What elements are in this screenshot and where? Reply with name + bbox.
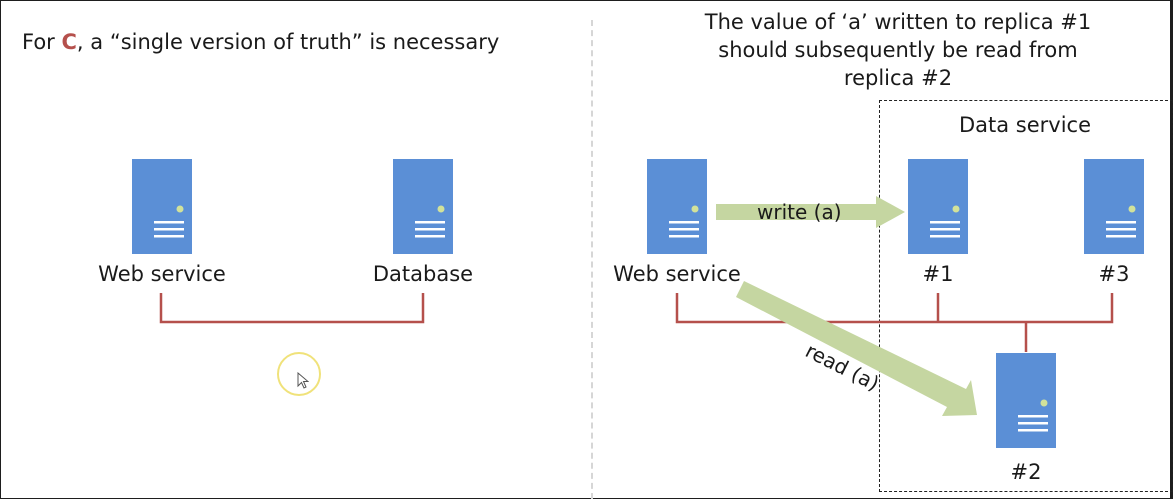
left-panel-title: For C, a “single version of truth” is ne… bbox=[22, 30, 499, 54]
left-web-service-label: Web service bbox=[98, 262, 226, 286]
replica-2-server-icon bbox=[996, 353, 1056, 448]
mouse-pointer-icon bbox=[297, 372, 309, 389]
right-title-line-2: should subsequently be read from bbox=[718, 38, 1078, 62]
database-server-icon bbox=[393, 159, 453, 254]
right-panel-title: The value of ‘a’ written to replica #1 s… bbox=[670, 8, 1126, 92]
left-title-suffix: , a “single version of truth” is necessa… bbox=[76, 30, 500, 54]
web-service-server-icon bbox=[647, 159, 707, 254]
data-service-label: Data service bbox=[958, 113, 1092, 137]
replica-1-server-icon bbox=[908, 159, 968, 254]
replica-2-label: #2 bbox=[1010, 460, 1042, 484]
write-arrow-label: write (a) bbox=[757, 200, 842, 224]
replica-1-label: #1 bbox=[922, 262, 954, 286]
consistency-letter: C bbox=[61, 30, 77, 54]
replica-3-label: #3 bbox=[1098, 262, 1130, 286]
web-service-server-icon bbox=[132, 159, 192, 254]
database-label: Database bbox=[372, 262, 474, 286]
right-title-line-1: The value of ‘a’ written to replica #1 bbox=[704, 10, 1092, 34]
right-web-service-label: Web service bbox=[613, 262, 741, 286]
read-arrow bbox=[736, 281, 977, 416]
right-title-line-3: replica #2 bbox=[843, 66, 953, 90]
right-link-line bbox=[675, 293, 1114, 324]
replica-3-server-icon bbox=[1084, 159, 1144, 254]
panel-divider bbox=[591, 20, 593, 499]
left-title-prefix: For bbox=[22, 30, 62, 54]
left-link-line bbox=[159, 293, 425, 324]
write-arrow bbox=[716, 196, 905, 228]
slide-border-right bbox=[1170, 0, 1173, 499]
cursor-highlight bbox=[277, 352, 321, 396]
